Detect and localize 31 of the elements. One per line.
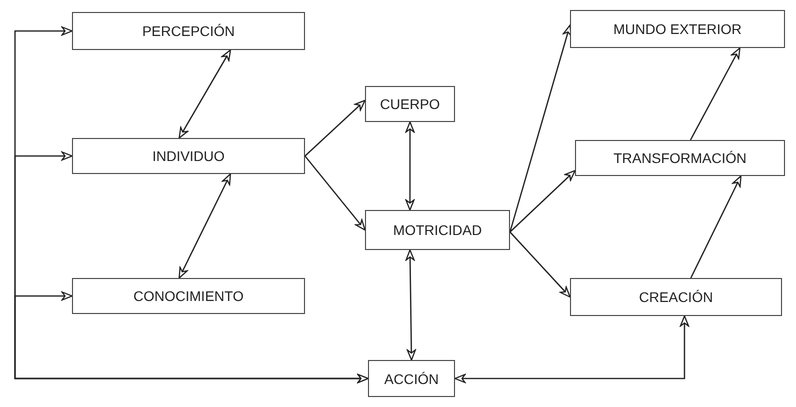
box-label: INDIVIDUO [152, 148, 225, 164]
box-label: MUNDO EXTERIOR [613, 21, 742, 37]
concept-box [365, 86, 455, 122]
box-label: ACCIÓN [384, 370, 439, 386]
box-label: CONOCIMIENTO [133, 288, 244, 304]
concept-box [570, 10, 785, 48]
arrow [304, 156, 366, 231]
arrow [405, 121, 415, 211]
box-label: MOTRICIDAD [393, 222, 482, 238]
arrow [178, 49, 232, 139]
arrow [304, 100, 366, 156]
arrow [509, 24, 572, 232]
box-label: CUERPO [380, 96, 440, 112]
arrow [510, 232, 571, 298]
box-label: TRANSFORMACIÓN [614, 150, 746, 166]
arrow [690, 175, 742, 278]
concept-box [570, 278, 782, 316]
arrow [454, 315, 690, 384]
concept-box [72, 12, 305, 50]
concept-box [72, 278, 305, 314]
concept-box [575, 140, 785, 176]
arrow [406, 249, 416, 361]
concept-box [72, 138, 305, 174]
arrow [14, 291, 369, 384]
box-label: CREACIÓN [639, 289, 713, 305]
concept-box [365, 210, 510, 250]
arrow [510, 170, 576, 232]
arrow [690, 47, 740, 140]
arrow [178, 173, 232, 279]
concept-box [368, 360, 455, 397]
box-label: PERCEPCIÓN [142, 23, 235, 39]
